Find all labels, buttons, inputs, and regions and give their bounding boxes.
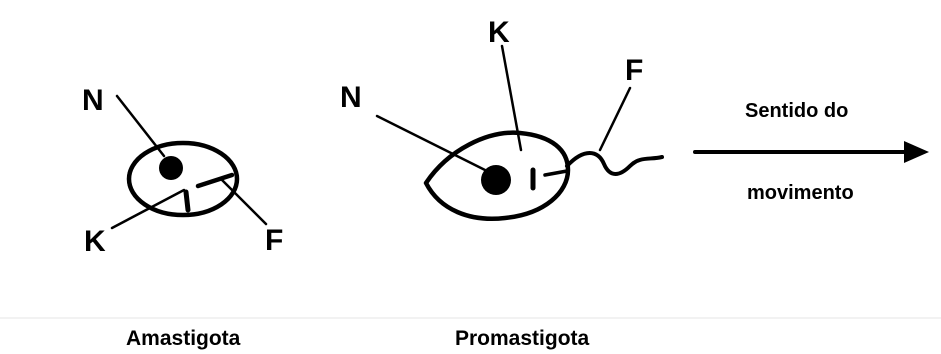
amastigota-pointer-n [117, 96, 164, 156]
promastigota-inner-flagellum [545, 171, 567, 175]
arrow-head-icon [904, 141, 929, 163]
amastigota-kinetoplast [186, 192, 188, 210]
arrow-text-line2: movimento [747, 182, 854, 204]
amastigota-pointer-k [112, 190, 184, 228]
promastigota-pointer-f [600, 88, 630, 150]
movement-arrow: Sentido do movimento [695, 100, 929, 204]
amastigota-nucleus [159, 156, 183, 180]
promastigota-label-n: N [340, 81, 362, 114]
promastigota-caption: Promastigota [455, 327, 590, 350]
arrow-text-line1: Sentido do [745, 100, 848, 122]
promastigota-figure: N K F Promastigota [340, 16, 662, 350]
promastigota-label-k: K [488, 16, 510, 49]
promastigota-flagellum [567, 153, 662, 174]
amastigota-figure: N K F Amastigota [82, 84, 283, 350]
promastigota-label-f: F [625, 54, 643, 87]
amastigota-pointer-f [222, 180, 266, 224]
amastigota-label-f: F [265, 224, 283, 257]
amastigota-caption: Amastigota [126, 327, 241, 350]
amastigota-label-k: K [84, 225, 106, 258]
amastigota-label-n: N [82, 84, 104, 117]
